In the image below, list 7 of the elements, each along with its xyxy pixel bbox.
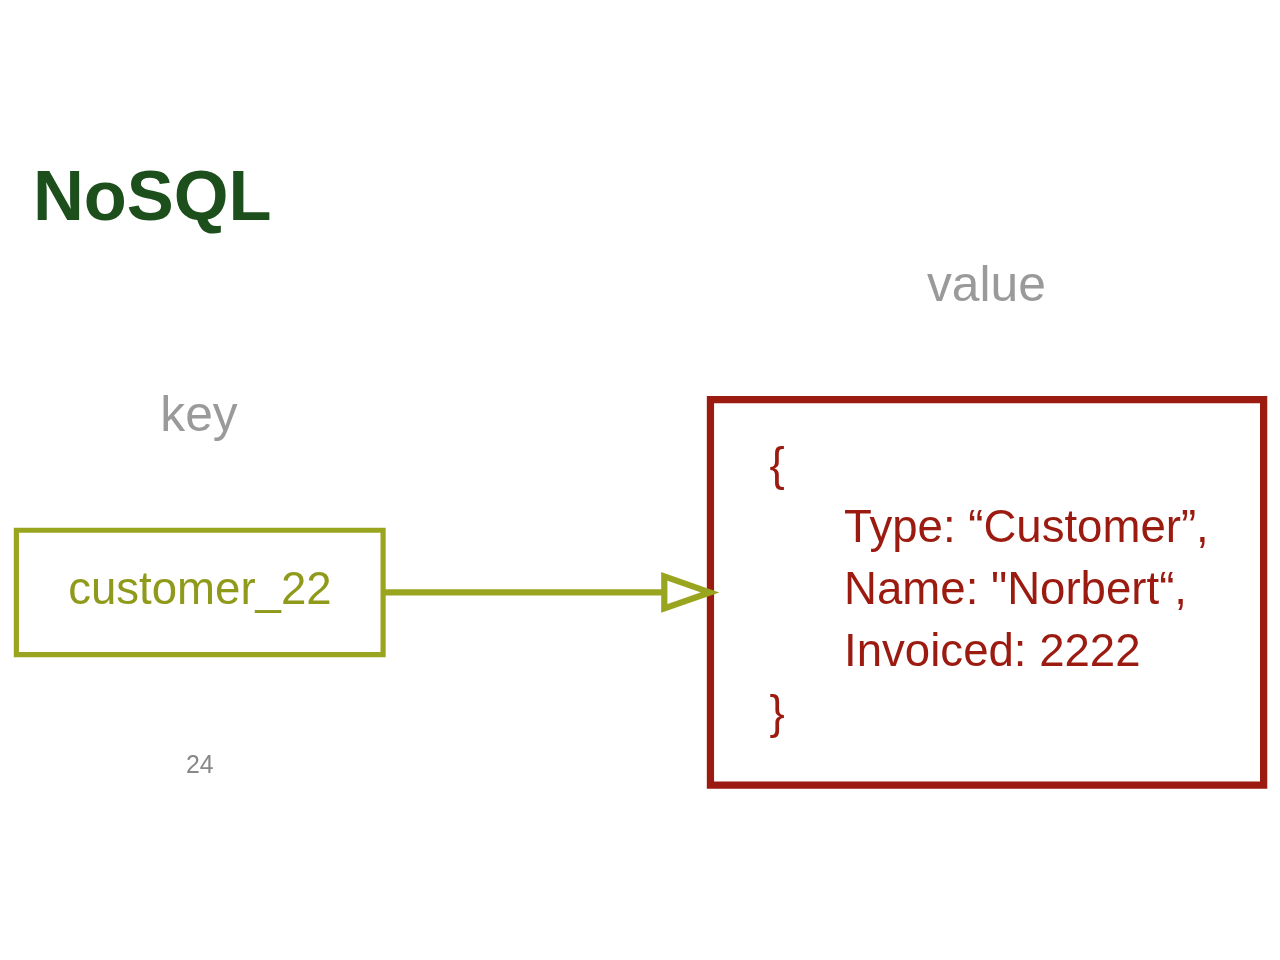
node-label: key xyxy=(160,385,238,442)
node-box: customer_22 xyxy=(13,527,386,657)
node-box: { Type: “Customer”, Name: "Norbert“, Invoiced: 2222 } xyxy=(706,395,1268,789)
diagram-title: NoSQL xyxy=(32,155,272,235)
label: 24 xyxy=(185,749,214,778)
arrow xyxy=(383,571,720,613)
node-label: value xyxy=(926,255,1046,312)
